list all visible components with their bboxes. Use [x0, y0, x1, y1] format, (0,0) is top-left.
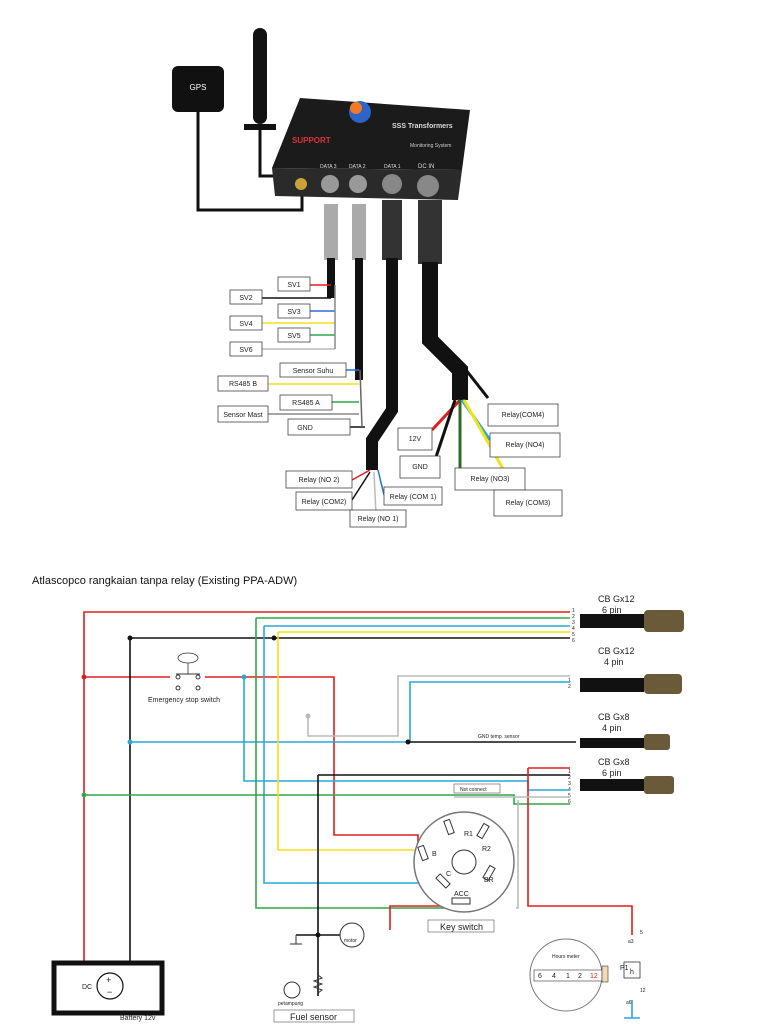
hm-digit-5: 12	[590, 973, 598, 980]
key-switch-label: Key switch	[440, 922, 483, 932]
hm-digit-1: 6	[538, 973, 542, 980]
cb1-name: CB Gx12	[598, 594, 635, 604]
key-switch: R1 R2 B C BR ACC Key switch	[413, 811, 515, 933]
cb4-pin-6: 6	[568, 799, 571, 805]
hours-meter: Hours meter 6 4 1 2 12 P1 h a3 a6 5 12	[529, 930, 646, 1019]
cb1-pin-6: 6	[572, 638, 575, 644]
port-label-dcin: DC IN	[418, 164, 434, 170]
battery-plus: +	[106, 975, 111, 985]
cb2-pins: 4 pin	[604, 657, 624, 667]
cb-connectors: CB Gx12 6 pin CB Gx12 4 pin CB Gx8 4 pin…	[580, 594, 684, 794]
battery-minus: −	[107, 987, 112, 997]
cables	[327, 258, 468, 470]
label-relay-no1: Relay (NO 1)	[358, 516, 399, 523]
not-connect-box: Not connect	[453, 783, 501, 794]
device-subtitle: Monitoring System	[410, 143, 451, 149]
cb1-pin-1: 1	[572, 608, 575, 614]
label-sensor-suhu: Sensor Suhu	[293, 368, 334, 375]
port-label-data2: DATA 2	[349, 164, 366, 170]
label-relay-no4: Relay (NO4)	[506, 442, 545, 449]
cb3-pins: 4 pin	[602, 723, 622, 733]
key-acc: ACC	[454, 891, 469, 898]
cb2-name: CB Gx12	[598, 646, 635, 656]
label-relay-com1: Relay (COM 1)	[390, 494, 437, 501]
label-sensor-mast: Sensor Mast	[223, 412, 262, 419]
label-sv3: SV3	[287, 309, 300, 316]
cb1-pin-2: 2	[572, 614, 575, 620]
key-c: C	[446, 871, 451, 878]
hm-digit-3: 1	[566, 973, 570, 980]
motor-label: motor	[344, 938, 357, 944]
label-relay-com3: Relay (COM3)	[506, 500, 551, 507]
label-relay-com4: Relay(COM4)	[502, 412, 545, 419]
battery: + − DC Battery 12v	[51, 960, 165, 1022]
label-gnd-left: GND	[297, 425, 313, 432]
label-sv5: SV5	[287, 333, 300, 340]
key-b: B	[432, 851, 437, 858]
gnd-temp-sensor-label: GND temp. sensor	[478, 734, 520, 740]
label-relay-no3: Relay (NO3)	[471, 476, 510, 483]
battery-dc-label: DC	[82, 984, 92, 991]
label-a3: a3	[628, 939, 634, 945]
hm-digit-4: 2	[578, 973, 582, 980]
label-a6: a6	[626, 1000, 632, 1006]
cb4-name: CB Gx8	[598, 757, 630, 767]
relay-h: h	[630, 969, 634, 976]
label-pin12: 12	[640, 988, 646, 994]
cb1-pin-5: 5	[572, 632, 575, 638]
petampung-label: petampung	[278, 1001, 303, 1007]
cb4-pin-3: 3	[568, 781, 571, 787]
top-wires	[262, 284, 517, 516]
cb1-pins: 6 pin	[602, 605, 622, 615]
emergency-stop-label: Emergency stop switch	[148, 697, 220, 704]
schematic-title: Atlascopco rangkaian tanpa relay (Existi…	[32, 575, 297, 587]
fuel-sensor: petampung Fuel sensor	[273, 935, 355, 1023]
gps-label: GPS	[190, 83, 207, 92]
labels-left: SV1 SV2 SV3 SV4 SV5 SV6 Sensor Suhu RS48…	[217, 276, 443, 528]
device-brand: SSS Transformers	[392, 123, 453, 130]
label-12v: 12V	[409, 436, 422, 443]
label-sv4: SV4	[239, 321, 252, 328]
key-br: BR	[484, 877, 494, 884]
key-r1: R1	[464, 831, 473, 838]
cb3-name: CB Gx8	[598, 712, 630, 722]
label-relay-com2: Relay (COM2)	[302, 499, 347, 506]
junction-dots	[81, 635, 411, 938]
label-pin5: 5	[640, 930, 643, 936]
label-gnd-right: GND	[412, 464, 428, 471]
hm-digit-2: 4	[552, 973, 556, 980]
cb4-pin-5: 5	[568, 793, 571, 799]
emergency-stop-switch: Emergency stop switch	[148, 652, 220, 704]
cb4-pin-1: 1	[568, 769, 571, 775]
label-relay-no2: Relay (NO 2)	[299, 477, 340, 484]
port-label-data3: DATA 3	[320, 164, 337, 170]
gps-module: GPS	[172, 66, 304, 212]
fuel-sensor-label: Fuel sensor	[290, 1012, 337, 1022]
label-sv1: SV1	[287, 282, 300, 289]
cable-connectors	[324, 200, 442, 264]
battery-label: Battery 12v	[120, 1015, 156, 1022]
pin-numbers: 1 2 3 4 5 6 1 2 1 2 3 4 5 6	[568, 608, 575, 805]
hours-meter-label: Hours meter	[552, 954, 580, 960]
labels-right: Relay(COM4) 12V Relay (NO4) GND Relay (N…	[397, 403, 563, 517]
motor: motor	[339, 922, 365, 948]
label-sv6: SV6	[239, 347, 252, 354]
cb4-pins: 6 pin	[602, 768, 622, 778]
cb4-pin-2: 2	[568, 775, 571, 781]
monitoring-device: SSS Transformers SUPPORT Monitoring Syst…	[272, 98, 470, 200]
device-support: SUPPORT	[292, 136, 331, 145]
cb1-pin-4: 4	[572, 626, 575, 632]
label-sv2: SV2	[239, 295, 252, 302]
label-rs485a: RS485 A	[292, 400, 320, 407]
relay-p1: P1	[620, 965, 629, 972]
port-label-data1: DATA 1	[384, 164, 401, 170]
key-r2: R2	[482, 846, 491, 853]
cb2-pin-1: 1	[568, 678, 571, 684]
not-connect-label: Not connect	[460, 787, 487, 793]
cb2-pin-2: 2	[568, 684, 571, 690]
label-rs485b: RS485 B	[229, 381, 257, 388]
cb1-pin-3: 3	[572, 620, 575, 626]
